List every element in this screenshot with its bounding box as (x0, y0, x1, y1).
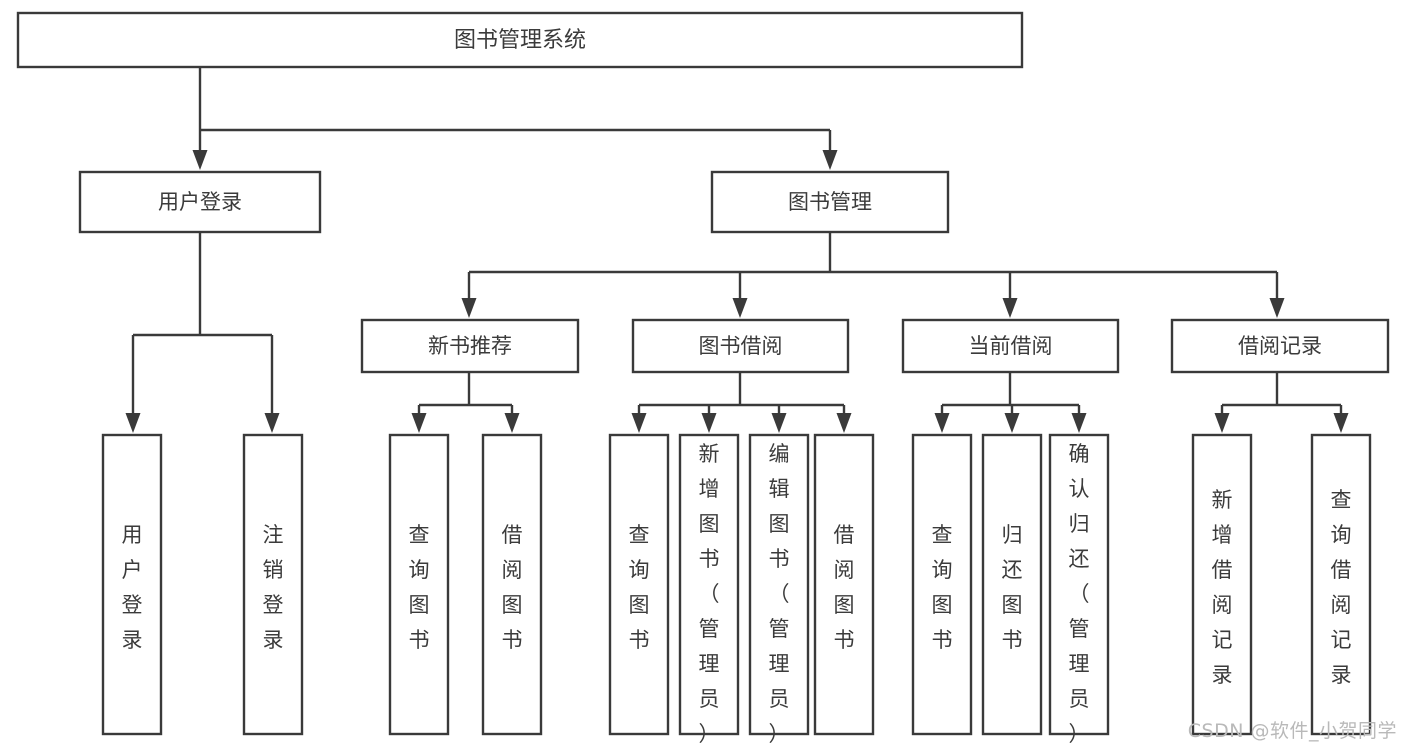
node-user-login[interactable]: 用户登录 (78, 170, 322, 234)
node-box-book-manage (710, 170, 950, 234)
node-root[interactable]: 图书管理系统 (16, 11, 1024, 69)
node-leaf-query-book-1[interactable]: 查询图书 (388, 433, 450, 736)
node-box-new-book-recommend (360, 318, 580, 374)
node-box-leaf-query-book-3 (911, 433, 973, 736)
node-leaf-user-login[interactable]: 用户登录 (101, 433, 163, 736)
node-leaf-edit-book[interactable]: 编辑图书（管理员） (748, 433, 810, 746)
book-manage-branch-2-arrowhead (1002, 298, 1018, 318)
node-box-leaf-query-book-2 (608, 433, 670, 736)
book-manage-branch-3-arrowhead (1269, 298, 1285, 318)
node-borrow-record[interactable]: 借阅记录 (1170, 318, 1390, 374)
root-branch-0-arrowhead (192, 150, 208, 170)
node-label-leaf-query-record: 查询借阅记录 (1331, 488, 1352, 687)
book-borrow-branch-2-arrowhead (771, 413, 787, 433)
node-box-current-borrow (901, 318, 1120, 374)
node-leaf-borrow-book-2[interactable]: 借阅图书 (813, 433, 875, 736)
book-borrow-branch-1-arrowhead (701, 413, 717, 433)
book-manage-branch-1-arrowhead (732, 298, 748, 318)
node-box-leaf-query-record (1310, 433, 1372, 736)
node-label-leaf-borrow-book-1: 借阅图书 (502, 523, 523, 652)
user-login-branch-1-arrowhead (264, 413, 280, 433)
borrow-record-branch-0-arrowhead (1214, 413, 1230, 433)
node-box-book-borrow (631, 318, 850, 374)
node-box-leaf-add-book (678, 433, 740, 736)
connector-layer (125, 67, 1349, 433)
node-label-root: 图书管理系统 (454, 28, 586, 53)
node-leaf-query-record[interactable]: 查询借阅记录 (1310, 433, 1372, 736)
current-borrow-branch-2-arrowhead (1071, 413, 1087, 433)
node-label-leaf-confirm-return: 确认归还（管理员） (1069, 442, 1090, 746)
user-login-branch-0-arrowhead (125, 413, 141, 433)
node-label-leaf-edit-book: 编辑图书（管理员） (769, 442, 790, 746)
node-label-leaf-add-record: 新增借阅记录 (1212, 488, 1233, 687)
node-label-current-borrow: 当前借阅 (969, 334, 1053, 358)
node-box-leaf-borrow-book-1 (481, 433, 543, 736)
book-manage-branch-0-arrowhead (461, 298, 477, 318)
node-book-borrow[interactable]: 图书借阅 (631, 318, 850, 374)
node-label-borrow-record: 借阅记录 (1238, 334, 1322, 358)
node-label-leaf-borrow-book-2: 借阅图书 (834, 523, 855, 652)
node-box-leaf-edit-book (748, 433, 810, 736)
node-box-leaf-query-book-1 (388, 433, 450, 736)
node-leaf-confirm-return[interactable]: 确认归还（管理员） (1048, 433, 1110, 746)
node-leaf-return-book[interactable]: 归还图书 (981, 433, 1043, 736)
node-box-leaf-user-logout (242, 433, 304, 736)
node-box-leaf-confirm-return (1048, 433, 1110, 736)
node-label-book-borrow: 图书借阅 (699, 334, 783, 358)
current-borrow-branch-0-arrowhead (934, 413, 950, 433)
node-leaf-query-book-3[interactable]: 查询图书 (911, 433, 973, 736)
current-borrow-branch-1-arrowhead (1004, 413, 1020, 433)
node-box-leaf-user-login (101, 433, 163, 736)
node-leaf-add-book[interactable]: 新增图书（管理员） (678, 433, 740, 746)
node-label-leaf-add-book: 新增图书（管理员） (699, 442, 720, 746)
node-box-root (16, 11, 1024, 69)
node-layer: 图书管理系统用户登录图书管理新书推荐图书借阅当前借阅借阅记录用户登录注销登录查询… (16, 11, 1390, 746)
node-label-leaf-query-book-1: 查询图书 (409, 523, 430, 652)
new-book-recommend-branch-1-arrowhead (504, 413, 520, 433)
book-borrow-branch-3-arrowhead (836, 413, 852, 433)
node-label-new-book-recommend: 新书推荐 (428, 334, 512, 358)
node-leaf-query-book-2[interactable]: 查询图书 (608, 433, 670, 736)
book-borrow-branch-0-arrowhead (631, 413, 647, 433)
node-label-leaf-return-book: 归还图书 (1002, 523, 1023, 652)
node-box-leaf-borrow-book-2 (813, 433, 875, 736)
node-box-leaf-add-record (1191, 433, 1253, 736)
node-current-borrow[interactable]: 当前借阅 (901, 318, 1120, 374)
node-label-leaf-user-logout: 注销登录 (263, 523, 284, 652)
node-label-leaf-query-book-2: 查询图书 (629, 523, 650, 652)
node-book-manage[interactable]: 图书管理 (710, 170, 950, 234)
node-label-leaf-user-login: 用户登录 (122, 523, 143, 652)
node-leaf-borrow-book-1[interactable]: 借阅图书 (481, 433, 543, 736)
node-box-user-login (78, 170, 322, 234)
node-label-book-manage: 图书管理 (788, 190, 872, 214)
node-box-borrow-record (1170, 318, 1390, 374)
node-leaf-user-logout[interactable]: 注销登录 (242, 433, 304, 736)
node-label-leaf-query-book-3: 查询图书 (932, 523, 953, 652)
new-book-recommend-branch-0-arrowhead (411, 413, 427, 433)
node-box-leaf-return-book (981, 433, 1043, 736)
root-branch-1-arrowhead (822, 150, 838, 170)
node-new-book-recommend[interactable]: 新书推荐 (360, 318, 580, 374)
node-leaf-add-record[interactable]: 新增借阅记录 (1191, 433, 1253, 736)
node-label-user-login: 用户登录 (158, 190, 242, 214)
borrow-record-branch-1-arrowhead (1333, 413, 1349, 433)
